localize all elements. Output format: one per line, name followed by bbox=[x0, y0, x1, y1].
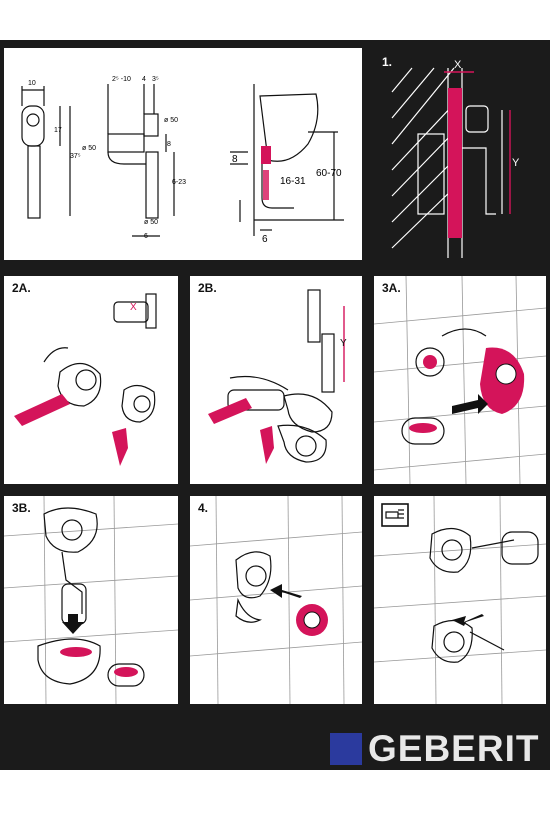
seal-highlight-3a bbox=[423, 355, 437, 369]
seal-insert-highlight-2b bbox=[208, 398, 252, 424]
tip-drawing bbox=[374, 496, 546, 704]
geberit-logo-icon bbox=[330, 733, 362, 765]
step-3a-label: 3A. bbox=[382, 281, 401, 295]
dim-17: 17 bbox=[54, 127, 62, 134]
lubricant-highlight bbox=[112, 428, 128, 466]
dim-37: 37⁵ bbox=[70, 153, 81, 160]
dim-10: 10 bbox=[28, 80, 36, 87]
dimension-drawing: 10 17 37⁵ 2⁵ -10 4 3⁵ ø 50 ø 50 8 bbox=[21, 76, 344, 245]
step-1-drawing: 1. X Y bbox=[382, 55, 520, 258]
dim-3: 3⁵ bbox=[152, 76, 159, 83]
step-3a-panel: 3A. bbox=[374, 276, 546, 484]
dim-install-16-31: 16-31 bbox=[280, 176, 306, 187]
seal-insert-highlight bbox=[14, 394, 70, 426]
step-3a-drawing: 3A. bbox=[374, 276, 546, 484]
step-3b-panel: 3B. bbox=[4, 496, 178, 704]
dim-y-step1: Y bbox=[512, 157, 520, 169]
dim-install-6: 6 bbox=[262, 234, 268, 245]
dim-x-step2a: X bbox=[130, 302, 137, 313]
step-2a-panel: 2A. X bbox=[4, 276, 178, 484]
dim-8: 8 bbox=[167, 141, 171, 148]
step-4-label: 4. bbox=[198, 501, 208, 515]
step-4-panel: 4. bbox=[190, 496, 362, 704]
dim-y-step2b: Y bbox=[340, 338, 347, 349]
lubricant-tub-highlight-3b bbox=[114, 667, 138, 677]
footer-bar bbox=[0, 708, 550, 770]
dim-x-step1: X bbox=[454, 59, 462, 71]
dim-install-8: 8 bbox=[232, 154, 238, 165]
step-1-label: 1. bbox=[382, 55, 392, 69]
dim-50c: ø 50 bbox=[144, 219, 158, 226]
step-4-drawing: 4. bbox=[190, 496, 362, 704]
step-2b-label: 2B. bbox=[198, 281, 217, 295]
step-2b-drawing: 2B. Y bbox=[198, 281, 347, 464]
pipe-highlight bbox=[263, 170, 269, 200]
dim-6: 6 bbox=[144, 233, 148, 240]
geberit-logo-text: GEBERIT bbox=[368, 728, 540, 769]
seal-highlight-3b bbox=[60, 647, 92, 657]
step-2a-drawing: 2A. X bbox=[12, 281, 157, 466]
lubricant-highlight-2b bbox=[260, 426, 274, 464]
step-2b-panel: 2B. Y bbox=[190, 276, 362, 484]
dim-50a: ø 50 bbox=[164, 117, 178, 124]
step-2a-label: 2A. bbox=[12, 281, 31, 295]
wall-pipe-highlight bbox=[448, 88, 462, 238]
dimensions-panel: 10 17 37⁵ 2⁵ -10 4 3⁵ ø 50 ø 50 8 bbox=[4, 48, 362, 260]
dim-2to10: 2⁵ -10 bbox=[112, 76, 131, 83]
lubricant-tub-highlight bbox=[409, 423, 437, 433]
dim-50b: ø 50 bbox=[82, 145, 96, 152]
step-3b-drawing: 3B. bbox=[4, 496, 178, 704]
step-3b-label: 3B. bbox=[12, 501, 31, 515]
dim-install-60-70: 60-70 bbox=[316, 168, 342, 179]
dim-4: 4 bbox=[142, 76, 146, 83]
seal-highlight bbox=[261, 146, 271, 164]
step-1-panel: 1. X Y bbox=[374, 48, 546, 260]
tip-panel bbox=[374, 496, 546, 704]
dim-6to23: 6-23 bbox=[172, 179, 186, 186]
